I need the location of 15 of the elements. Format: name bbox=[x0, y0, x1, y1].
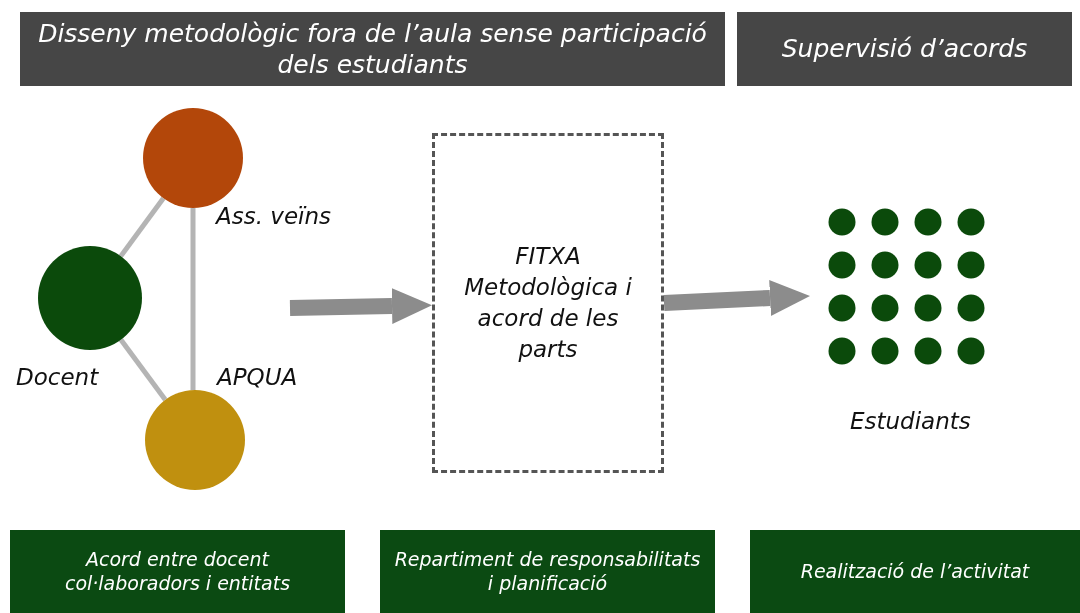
arrow bbox=[663, 280, 810, 316]
node-label: APQUA bbox=[217, 364, 298, 390]
arrow bbox=[289, 288, 432, 324]
header-band: Disseny metodològic fora de l’aula sense participació dels estudiants bbox=[20, 12, 725, 86]
node-label: Ass. veïns bbox=[216, 203, 332, 229]
footer-band: Acord entre docent col·laboradors i entitats bbox=[10, 530, 345, 613]
connector-line bbox=[190, 208, 196, 390]
dashed-box: FITXA Metodològica i acord de les parts bbox=[432, 133, 664, 473]
node-label: Estudiants bbox=[850, 408, 971, 434]
header-band: Supervisió d’acords bbox=[737, 12, 1072, 86]
footer-band: Repartiment de responsabilitats i planificació bbox=[380, 530, 715, 613]
node-label: Docent bbox=[16, 364, 99, 390]
connector-line bbox=[118, 338, 168, 402]
footer-band: Realització de l’activitat bbox=[750, 530, 1080, 613]
connector-line bbox=[118, 196, 166, 258]
